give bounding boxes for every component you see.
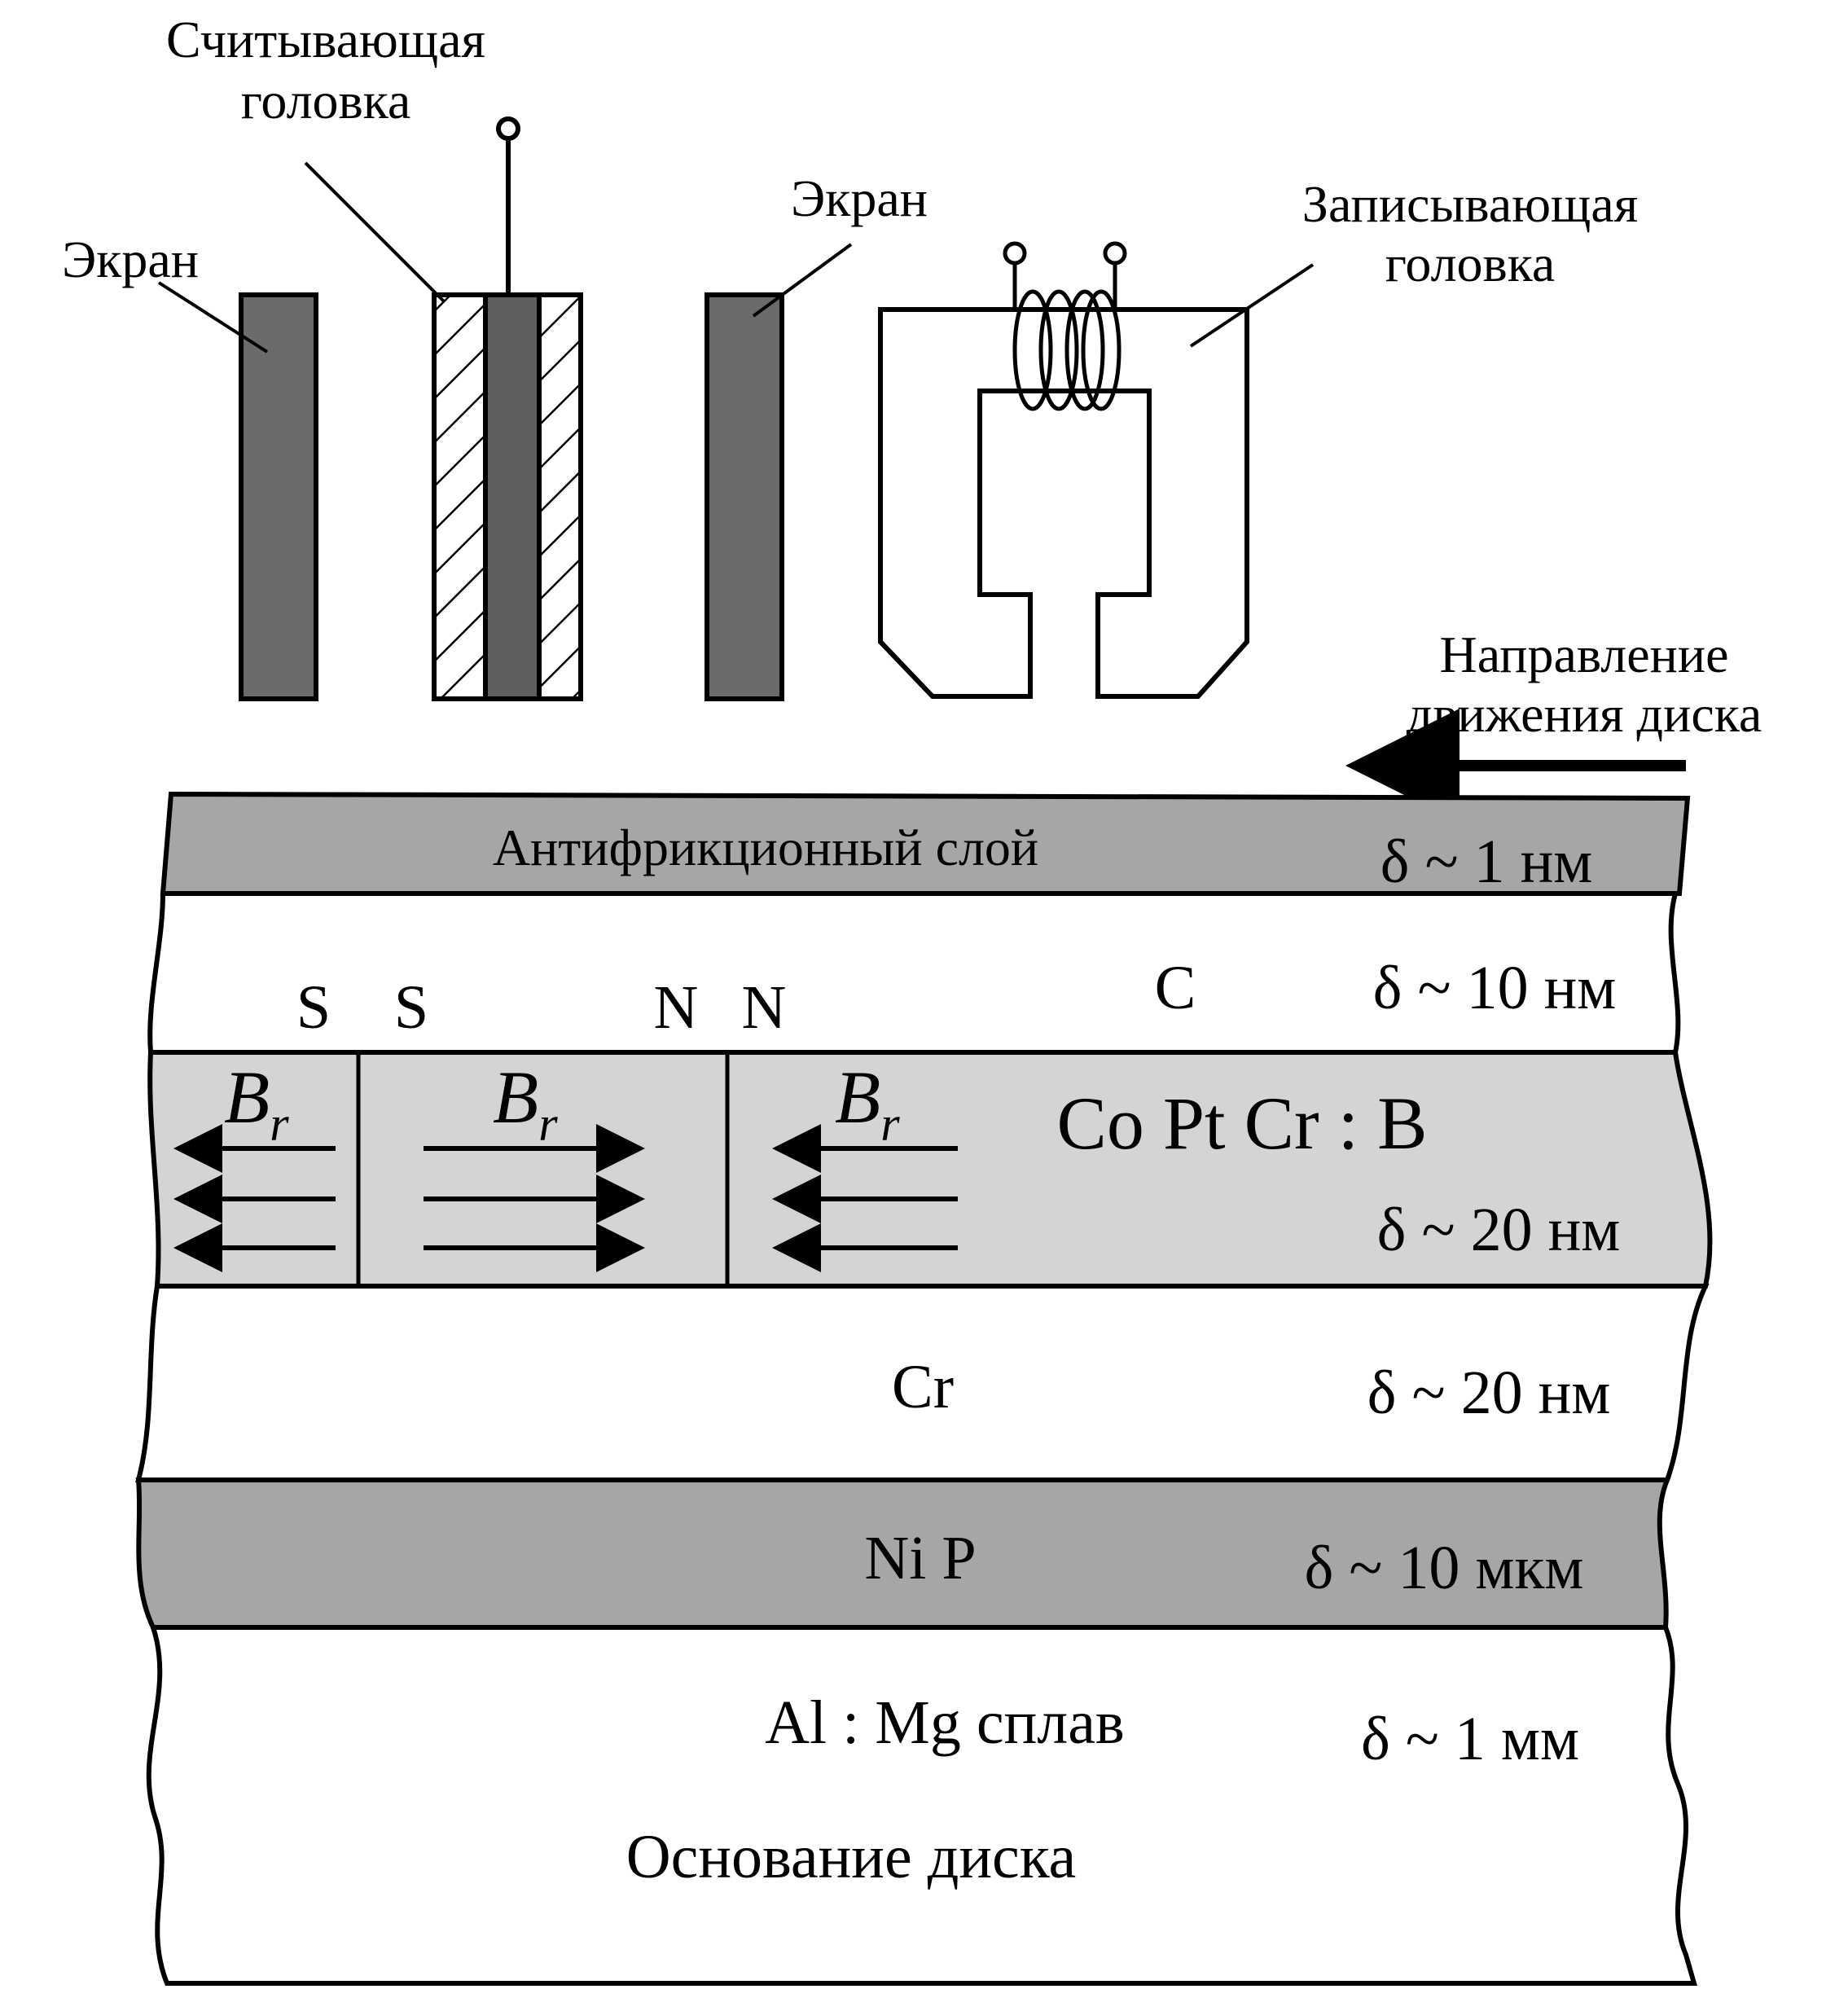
disk-layers: Br Br Br S S N N Антифрикционный слой C …	[135, 791, 1713, 1986]
thickness-nip: δ ~ 10 мкм	[1304, 1534, 1583, 1602]
read-head-label-line2: головка	[241, 72, 411, 130]
thickness-coptcr: δ ~ 20 нм	[1377, 1196, 1621, 1264]
right-shield	[705, 292, 784, 701]
layer-name-nip: Ni P	[864, 1524, 976, 1592]
thickness-cr: δ ~ 20 нм	[1367, 1359, 1611, 1427]
domain-1-arrows	[173, 1124, 336, 1272]
layer-coptcr	[147, 1050, 1713, 1289]
br-label-3: Br	[835, 1056, 900, 1151]
br-label-2: Br	[493, 1056, 558, 1151]
heads-group: Считывающая головка Экран Экран Записыва…	[62, 11, 1762, 823]
left-shield-label: Экран	[62, 231, 199, 288]
write-head-label-line2: головка	[1385, 235, 1556, 292]
layer-c	[147, 891, 1681, 1055]
read-head-label-line1: Считывающая	[166, 11, 485, 68]
layer-name-almg: Al : Mg сплав	[765, 1688, 1125, 1757]
write-head-label-line1: Записывающая	[1302, 175, 1638, 233]
right-shield-label: Экран	[791, 169, 928, 227]
pole-label-1: S	[296, 973, 331, 1042]
thickness-c: δ ~ 10 нм	[1373, 954, 1617, 1022]
pole-label-3: N	[654, 973, 699, 1042]
pole-label-2: S	[394, 973, 428, 1042]
left-shield	[239, 292, 318, 701]
domain-3-arrows	[772, 1124, 958, 1272]
direction-label-line1: Направление	[1439, 626, 1728, 683]
coil	[1003, 241, 1127, 411]
layer-name-c: C	[1155, 954, 1196, 1022]
layer-antifriction	[160, 791, 1691, 896]
layer-name-cr: Cr	[892, 1353, 954, 1421]
thickness-antifriction: δ ~ 1 нм	[1381, 828, 1593, 896]
layer-name-coptcr: Co Pt Cr : B	[1056, 1082, 1427, 1165]
layer-nip	[135, 1478, 1671, 1630]
pole-label-4: N	[742, 973, 787, 1042]
read-head	[432, 116, 583, 701]
write-head	[878, 241, 1249, 699]
br-label-1: Br	[224, 1056, 289, 1151]
domain-2-arrows	[424, 1124, 645, 1272]
layer-cr	[135, 1284, 1710, 1482]
thickness-almg: δ ~ 1 мм	[1361, 1705, 1579, 1773]
base-label: Основание диска	[626, 1823, 1077, 1891]
direction-label-line2: движения диска	[1407, 685, 1762, 743]
layer-name-antifriction: Антифрикционный слой	[493, 819, 1038, 876]
layer-base	[146, 1625, 1697, 1986]
